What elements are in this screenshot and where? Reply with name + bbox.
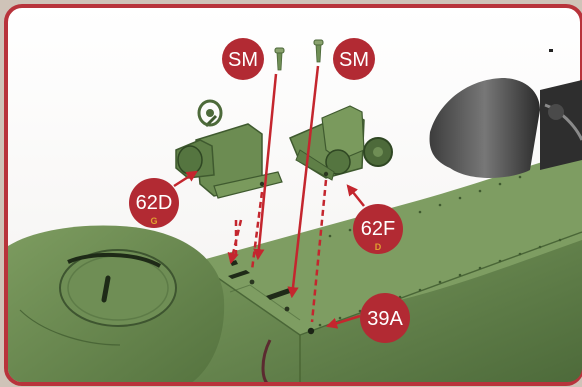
callout-sm-left-text: SM	[228, 49, 258, 71]
callout-62f-text: 62F	[361, 218, 395, 240]
callout-62f-sub: D	[375, 242, 382, 252]
callout-sm-right: SM	[333, 38, 375, 80]
callout-62d: 62D G	[129, 178, 179, 228]
callout-62d-text: 62D	[136, 192, 173, 214]
callout-sm-left: SM	[222, 38, 264, 80]
callout-sm-right-text: SM	[339, 49, 369, 71]
callout-39a-text: 39A	[367, 308, 403, 330]
callout-62d-sub: G	[150, 216, 157, 226]
callout-62f: 62F D	[353, 204, 403, 254]
callout-39a: 39A	[360, 293, 410, 343]
hole-39a	[308, 328, 314, 334]
hatch	[60, 250, 176, 326]
